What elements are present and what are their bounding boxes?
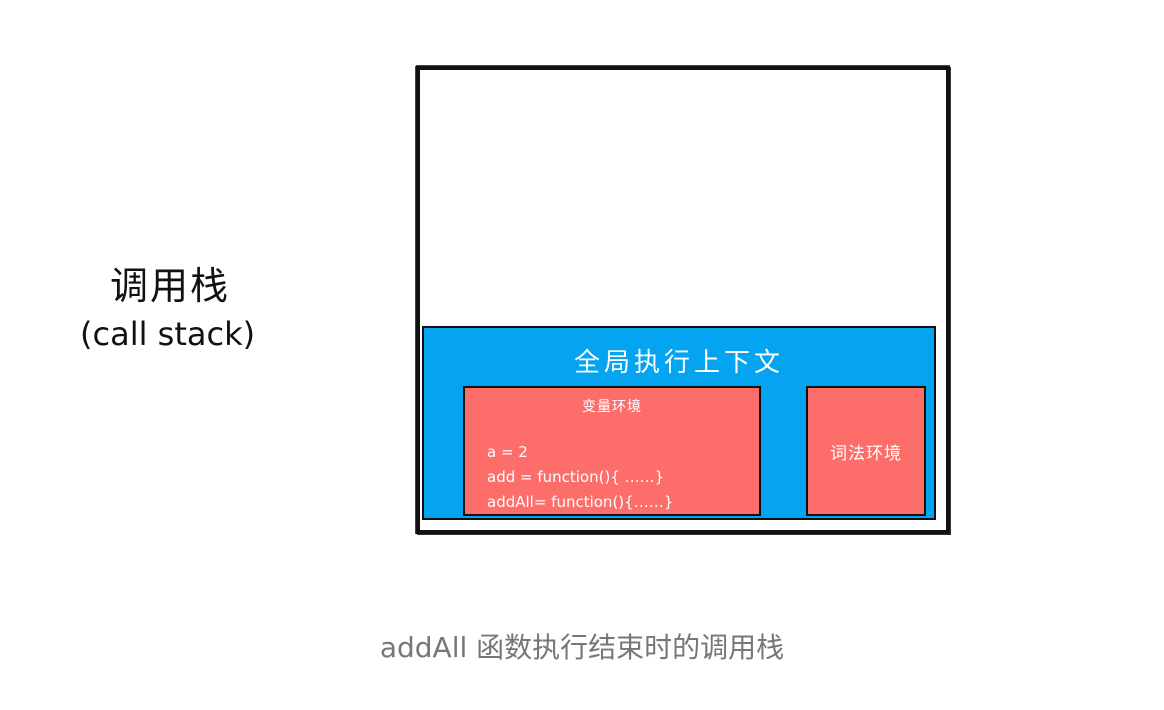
variable-environment-list: a = 2 add = function(){ ……} addAll= func… <box>487 440 673 515</box>
lexical-environment-title: 词法环境 <box>830 443 902 464</box>
call-stack-label-en: (call stack) <box>80 315 256 353</box>
global-execution-context-title: 全局执行上下文 <box>573 348 784 378</box>
call-stack-label: 调用栈 (call stack) <box>80 260 255 356</box>
call-stack-label-zh: 调用栈 <box>109 264 230 308</box>
variable-entry: a = 2 <box>487 443 528 461</box>
figure-caption: addAll 函数执行结束时的调用栈 <box>379 631 785 664</box>
lexical-environment: 词法环境 <box>806 386 926 516</box>
variable-environment-title: 变量环境 <box>582 399 642 415</box>
variable-entry: addAll= function(){……} <box>487 493 674 511</box>
variable-entry: add = function(){ ……} <box>487 468 665 486</box>
variable-environment: 变量环境 a = 2 add = function(){ ……} addAll=… <box>463 386 761 516</box>
